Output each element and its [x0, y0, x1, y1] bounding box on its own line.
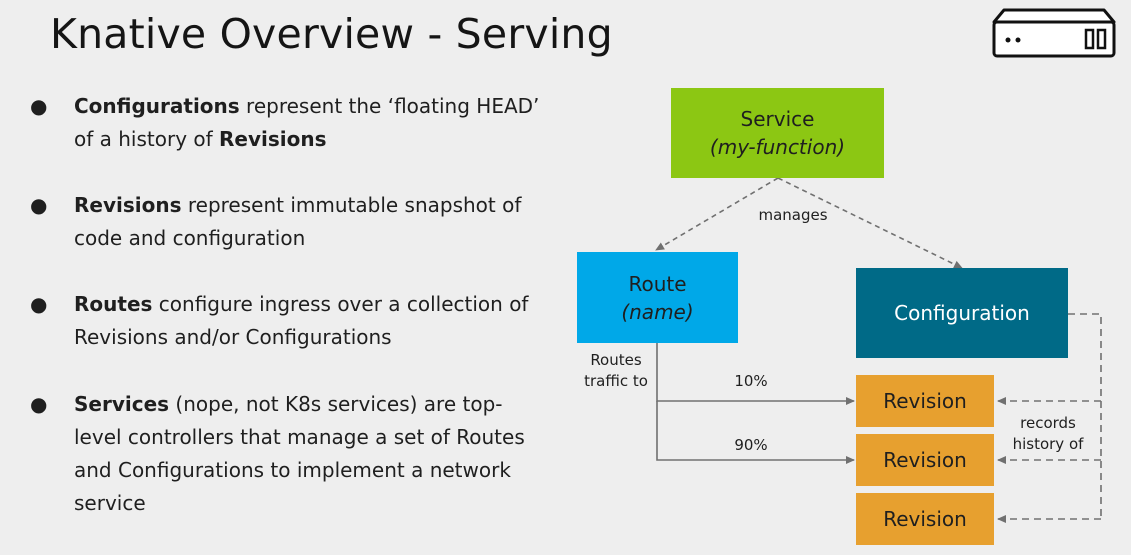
bullet-text: Services (nope, not K8s services) are to…: [74, 388, 544, 520]
edge-label-records-line1: records: [1020, 414, 1076, 432]
edge-label-routes-line2: traffic to: [584, 372, 648, 390]
bullet-body: represent immutable snapshot of code and…: [74, 193, 522, 250]
edge-label-pct-10: 10%: [734, 372, 768, 390]
route-node: Route (name): [577, 252, 738, 343]
edge-label-records-history: records history of: [1004, 413, 1092, 455]
route-sublabel: (name): [621, 299, 694, 324]
edge-label-routes-traffic: Routes traffic to: [568, 350, 664, 392]
bullet-term: Configurations: [74, 94, 240, 118]
edge-configuration-history: [1068, 313, 1102, 519]
bullet-term: Services: [74, 392, 170, 416]
route-label: Route: [628, 271, 687, 296]
edge-route-revision-90: [656, 401, 855, 464]
configuration-node: Configuration: [856, 268, 1068, 358]
edge-label-records-line2: history of: [1012, 435, 1084, 453]
edge-service-route: [655, 177, 779, 251]
service-node: Service (my-function): [671, 88, 884, 178]
bullet-text: Routes configure ingress over a collecti…: [74, 288, 544, 354]
revision-label: Revision: [883, 389, 967, 413]
bullet-body: configure ingress over a collection of R…: [74, 292, 529, 349]
bullet-text: Revisions represent immutable snapshot o…: [74, 189, 544, 255]
bullet-term-2: Revisions: [219, 127, 327, 151]
bullet-term: Revisions: [74, 193, 182, 217]
server-icon: [992, 8, 1116, 58]
edge-label-routes-line1: Routes: [590, 351, 642, 369]
service-label: Service: [740, 107, 815, 131]
revision-label: Revision: [883, 507, 967, 531]
bullet-text: Configurations represent the ‘floating H…: [74, 90, 544, 156]
bullet-body: represent the ‘floating HEAD’ of a histo…: [74, 94, 540, 151]
bullet-body: (nope, not K8s services) are top-level c…: [74, 392, 525, 515]
bullet-term: Routes: [74, 292, 153, 316]
edge-service-configuration: [777, 177, 963, 269]
service-sublabel: (my-function): [709, 135, 846, 159]
slide-title: Knative Overview - Serving: [50, 10, 613, 58]
revision-node: Revision: [856, 493, 994, 545]
configuration-label: Configuration: [894, 301, 1030, 325]
revision-node: Revision: [856, 375, 994, 427]
edge-label-manages: manages: [758, 206, 828, 224]
revision-node: Revision: [856, 434, 994, 486]
revision-label: Revision: [883, 448, 967, 472]
edge-label-pct-90: 90%: [734, 436, 768, 454]
